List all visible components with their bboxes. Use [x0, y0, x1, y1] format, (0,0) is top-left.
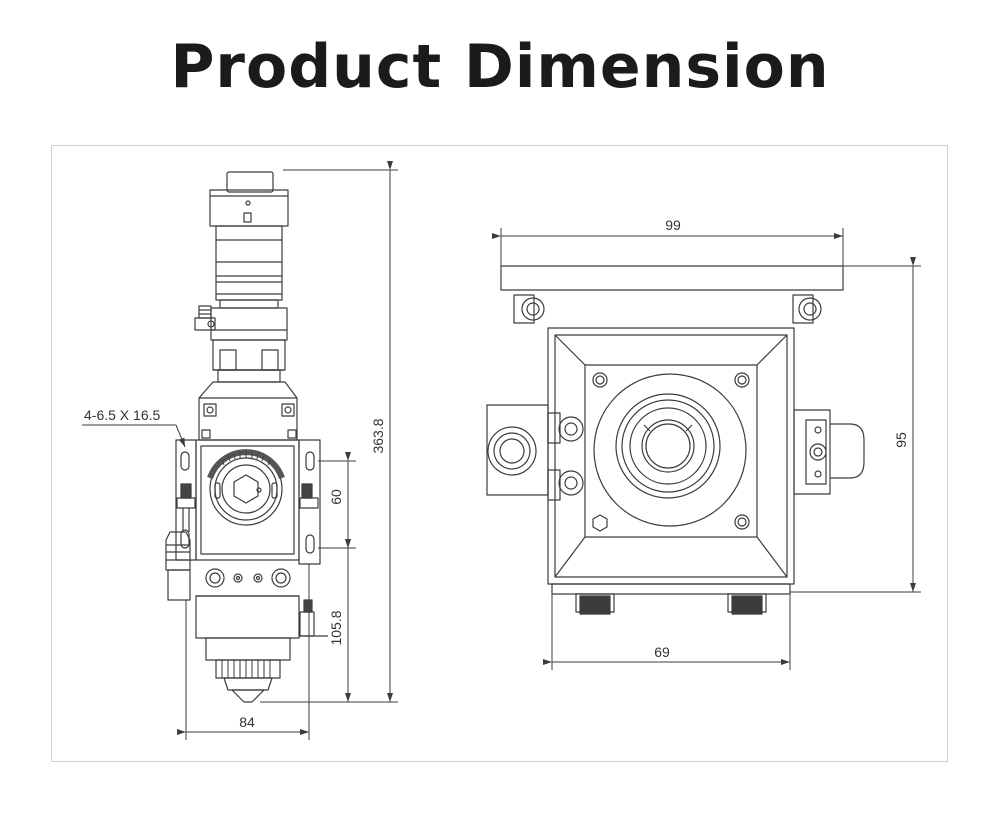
front-view — [165, 171, 328, 703]
dim-label-top-width: 99 — [665, 217, 681, 233]
dim-label-side-height: 95 — [893, 432, 909, 448]
top-dimensions — [492, 228, 921, 670]
drawing-frame — [51, 145, 948, 762]
top-view — [486, 265, 865, 615]
front-dimensions — [82, 161, 398, 740]
dim-label-bottom-width: 69 — [654, 644, 670, 660]
dim-label-lower-height: 105.8 — [328, 610, 344, 645]
dim-label-hole-spec: 4-6.5 X 16.5 — [84, 407, 160, 423]
dim-label-slot-spacing: 60 — [328, 489, 344, 505]
dim-label-front-width: 84 — [239, 714, 255, 730]
dim-label-front-height: 363.8 — [370, 418, 386, 453]
page-title: Product Dimension — [170, 32, 830, 102]
